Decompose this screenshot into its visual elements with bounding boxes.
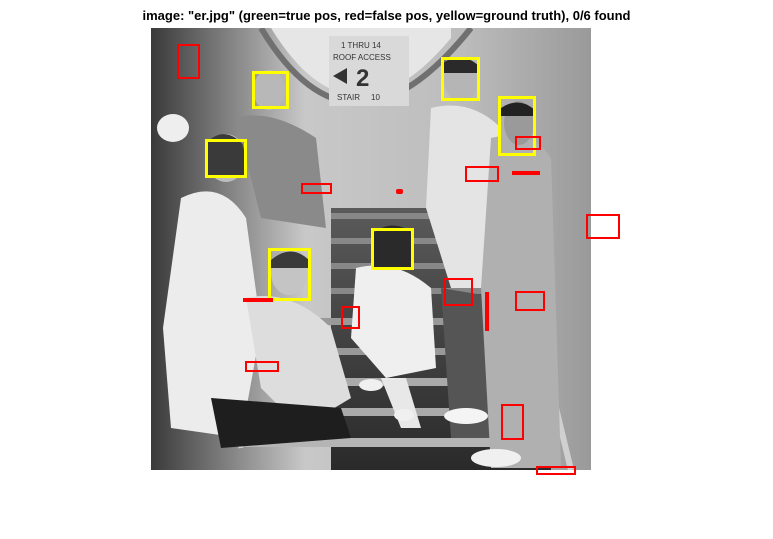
stair-sign: 1 THRU 14 ROOF ACCESS 2 STAIR 10 [329, 36, 409, 106]
grayscale-photo: 1 THRU 14 ROOF ACCESS 2 STAIR 10 [151, 28, 591, 470]
ground-truth-box [441, 57, 480, 101]
false-positive-box [515, 136, 541, 150]
false-positive-box [245, 361, 279, 372]
false-positive-box [444, 278, 473, 306]
false-positive-box [501, 404, 524, 440]
ground-truth-box [252, 71, 289, 109]
false-positive-box [515, 291, 545, 311]
svg-text:10: 10 [371, 93, 380, 102]
svg-text:ROOF ACCESS: ROOF ACCESS [333, 53, 391, 62]
false-positive-box [465, 166, 499, 182]
false-positive-box [177, 44, 200, 79]
false-positive-box [536, 466, 576, 475]
ground-truth-box [205, 139, 247, 178]
false-positive-box [586, 214, 620, 239]
svg-text:STAIR: STAIR [337, 93, 360, 102]
ground-truth-box [371, 228, 414, 270]
false-positive-box [243, 298, 273, 302]
false-positive-box [396, 189, 403, 194]
svg-text:2: 2 [356, 65, 369, 92]
ground-truth-box [268, 248, 311, 301]
people [163, 57, 561, 468]
svg-text:1 THRU 14: 1 THRU 14 [341, 41, 381, 50]
false-positive-box [485, 292, 489, 331]
figure-title: image: "er.jpg" (green=true pos, red=fal… [142, 8, 631, 23]
false-positive-box [341, 306, 360, 329]
false-positive-box [301, 183, 332, 194]
false-positive-box [512, 171, 540, 175]
ground-truth-box [498, 96, 536, 156]
